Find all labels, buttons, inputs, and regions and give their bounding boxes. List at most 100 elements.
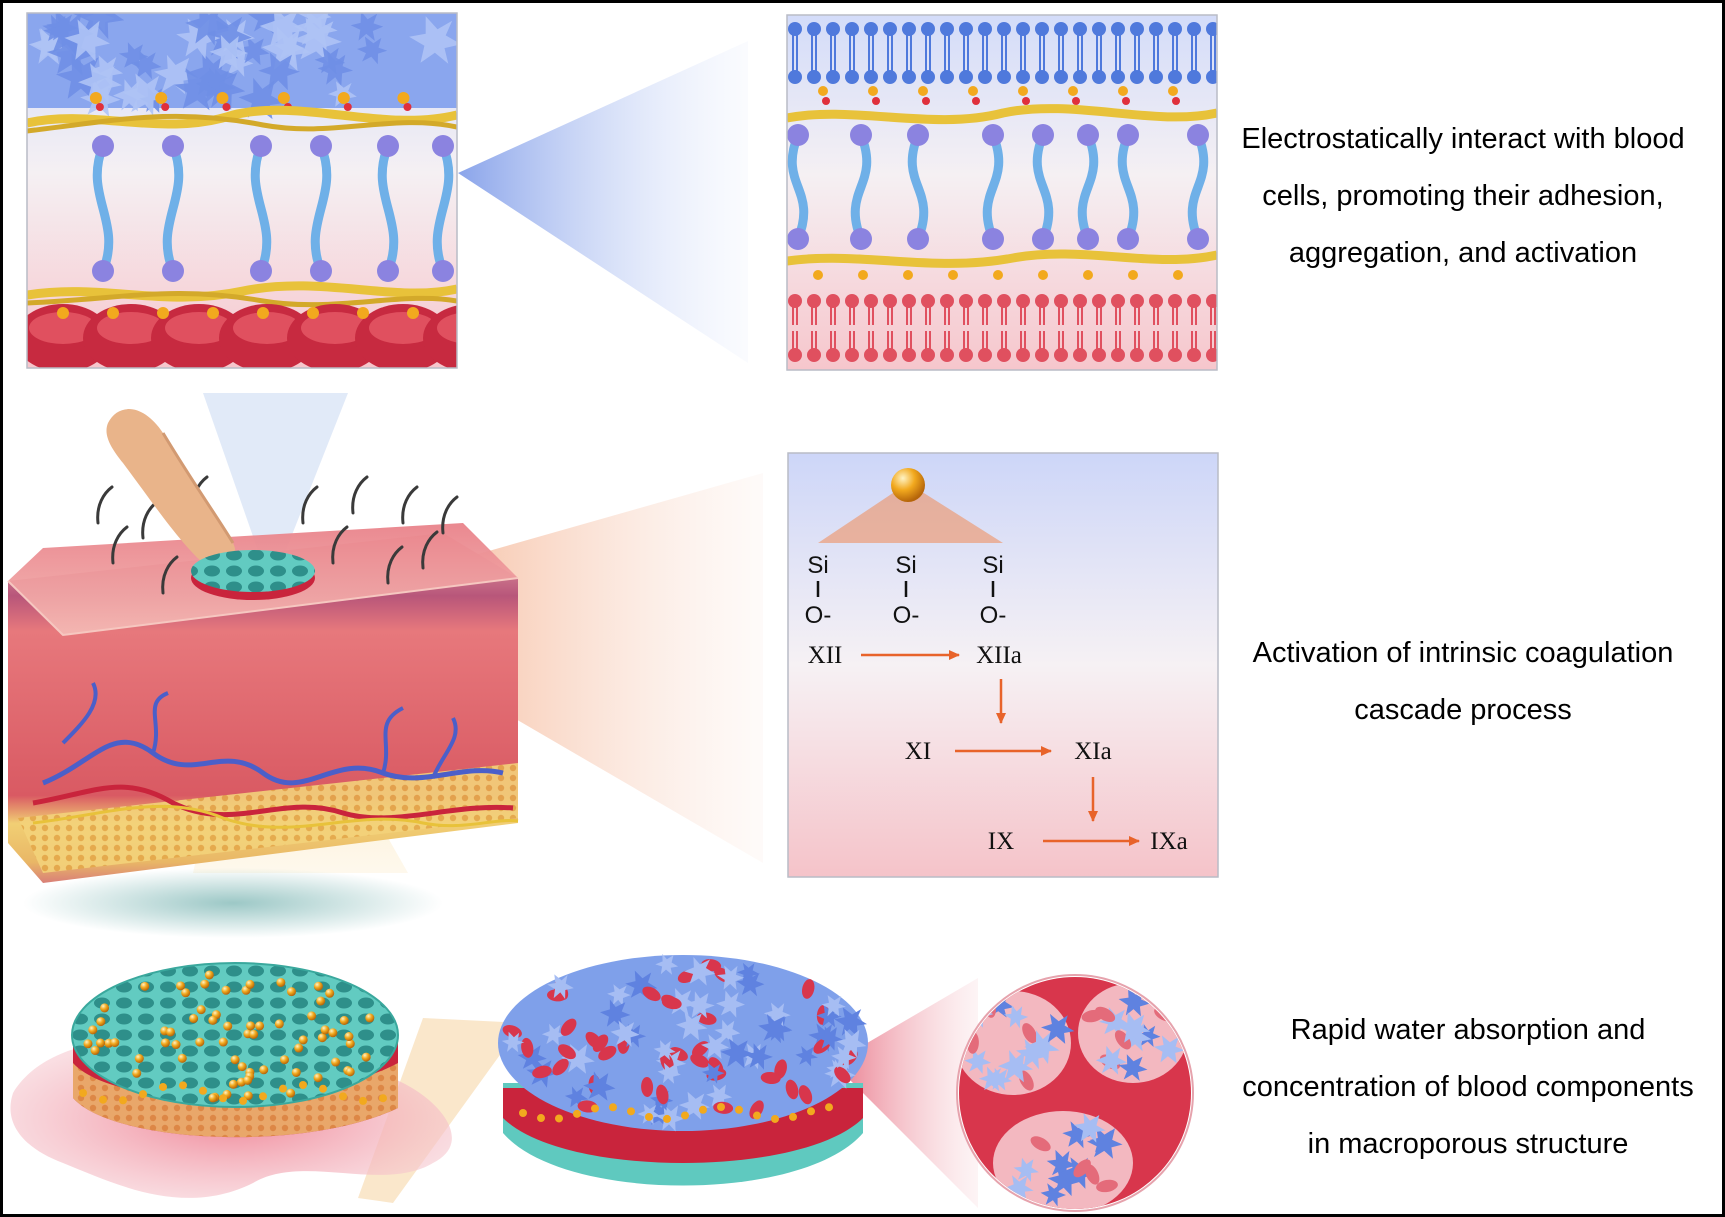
platelet	[684, 957, 716, 986]
red-blood-cell	[801, 979, 815, 999]
lipid-head	[1073, 70, 1087, 84]
top-left-panel-border	[26, 12, 458, 369]
caption-absorption-line-3: in macroporous structure	[1307, 1128, 1629, 1160]
gold-bead	[100, 1003, 110, 1013]
lipid-head	[1073, 294, 1087, 308]
silica-particle	[891, 468, 925, 502]
platelet	[701, 1034, 730, 1060]
gold-bead	[359, 1096, 367, 1105]
gold-bead	[195, 1037, 205, 1047]
lipid-head	[807, 348, 821, 362]
red-blood-cell-dimple	[29, 312, 97, 344]
gold-bead	[189, 1014, 199, 1024]
hair	[111, 525, 129, 565]
platelet	[222, 48, 254, 77]
lipid-head	[883, 348, 897, 362]
silanol-si-3: Si	[982, 552, 1003, 579]
hair	[96, 485, 114, 525]
factor-xia: XIa	[1074, 738, 1111, 765]
platelet	[1118, 987, 1151, 1017]
lipid-head	[788, 70, 802, 84]
red-blood-cell	[558, 1044, 576, 1060]
gold-bead	[110, 1038, 120, 1048]
lipid-head	[1054, 70, 1068, 84]
hair	[161, 555, 179, 595]
gold-bead	[79, 1089, 87, 1097]
gold-bead	[331, 1057, 341, 1067]
platelet	[1073, 1113, 1106, 1143]
gold-bead	[294, 1043, 304, 1053]
lipid-head	[1168, 22, 1182, 36]
gold-bead	[200, 979, 210, 989]
caption-absorption: Rapid water absorption and concentration…	[1213, 1002, 1722, 1173]
platelet	[1041, 1013, 1075, 1044]
red-blood-cell	[552, 1058, 569, 1076]
red-blood-cell	[598, 1045, 617, 1061]
gold-bead	[245, 979, 255, 989]
tether-head	[982, 124, 1004, 146]
platelet	[1098, 1007, 1131, 1037]
red-blood-cell	[661, 994, 680, 1010]
lipid-head	[845, 348, 859, 362]
charged-particle	[993, 270, 1003, 280]
red-blood-cell-dimple	[97, 312, 165, 344]
platelet	[201, 68, 246, 110]
gold-bead	[344, 1032, 354, 1042]
gold-bead	[237, 1062, 247, 1072]
lipid-head	[864, 348, 878, 362]
red-blood-cell	[785, 1079, 799, 1100]
anion-o-2: O-	[893, 602, 920, 629]
platelet	[653, 1040, 676, 1061]
platelet	[744, 1043, 773, 1070]
tether-head	[982, 228, 1004, 250]
gold-bead	[325, 988, 335, 998]
platelet	[64, 19, 110, 62]
cascade-diagram: Si Si Si O- O- O- XII XIIa XI XIa IX IXa	[805, 552, 1188, 855]
tether-head	[1117, 124, 1139, 146]
lipid-head	[1073, 22, 1087, 36]
lipid-head	[1016, 70, 1030, 84]
lipid-head	[902, 348, 916, 362]
platelet	[836, 1029, 867, 1058]
gold-bead	[83, 1039, 93, 1049]
lipid-head	[1187, 22, 1201, 36]
caption-absorption-line-1: Rapid water absorption and	[1290, 1014, 1646, 1046]
gold-bead	[365, 1013, 375, 1023]
membrane-tether	[850, 130, 872, 244]
gold-bead	[223, 1021, 233, 1031]
gold-bead	[99, 1095, 107, 1104]
platelet	[259, 13, 307, 49]
gold-bead	[298, 1035, 308, 1045]
charged-particle	[1173, 270, 1183, 280]
red-blood-cell-dimple	[301, 312, 369, 344]
charged-particle	[207, 307, 219, 319]
membrane-tether	[162, 141, 184, 276]
lipid-head	[997, 22, 1011, 36]
red-blood-cell	[1114, 1030, 1132, 1050]
tether-head	[432, 260, 454, 282]
lipid-head	[864, 70, 878, 84]
anion-o-1: O-	[805, 602, 832, 629]
tether-head	[162, 260, 184, 282]
gold-bead	[228, 1079, 238, 1089]
lipid-head	[902, 70, 916, 84]
platelet	[541, 1023, 566, 1046]
charged-particle	[1068, 86, 1078, 96]
gold-bead	[246, 1021, 256, 1031]
top-left-panel	[27, 13, 457, 368]
caption-coagulation: Activation of intrinsic coagulation casc…	[1203, 625, 1722, 739]
membrane-tether	[377, 141, 399, 276]
gold-bead	[319, 1084, 327, 1093]
gold-bead	[361, 1052, 371, 1062]
platelet	[1003, 1005, 1029, 1029]
blood-coated-sponge	[498, 953, 868, 1186]
factor-ixa: IXa	[1150, 828, 1187, 855]
platelet	[657, 1062, 681, 1084]
tether-head	[1032, 228, 1054, 250]
gold-bead	[208, 1015, 218, 1025]
caption-coagulation-line-2: cascade process	[1354, 694, 1572, 726]
gold-bead	[807, 1107, 815, 1116]
zoom-cone-blue	[458, 41, 748, 363]
platelet	[274, 34, 305, 62]
red-blood-cell-dimple	[165, 312, 233, 344]
